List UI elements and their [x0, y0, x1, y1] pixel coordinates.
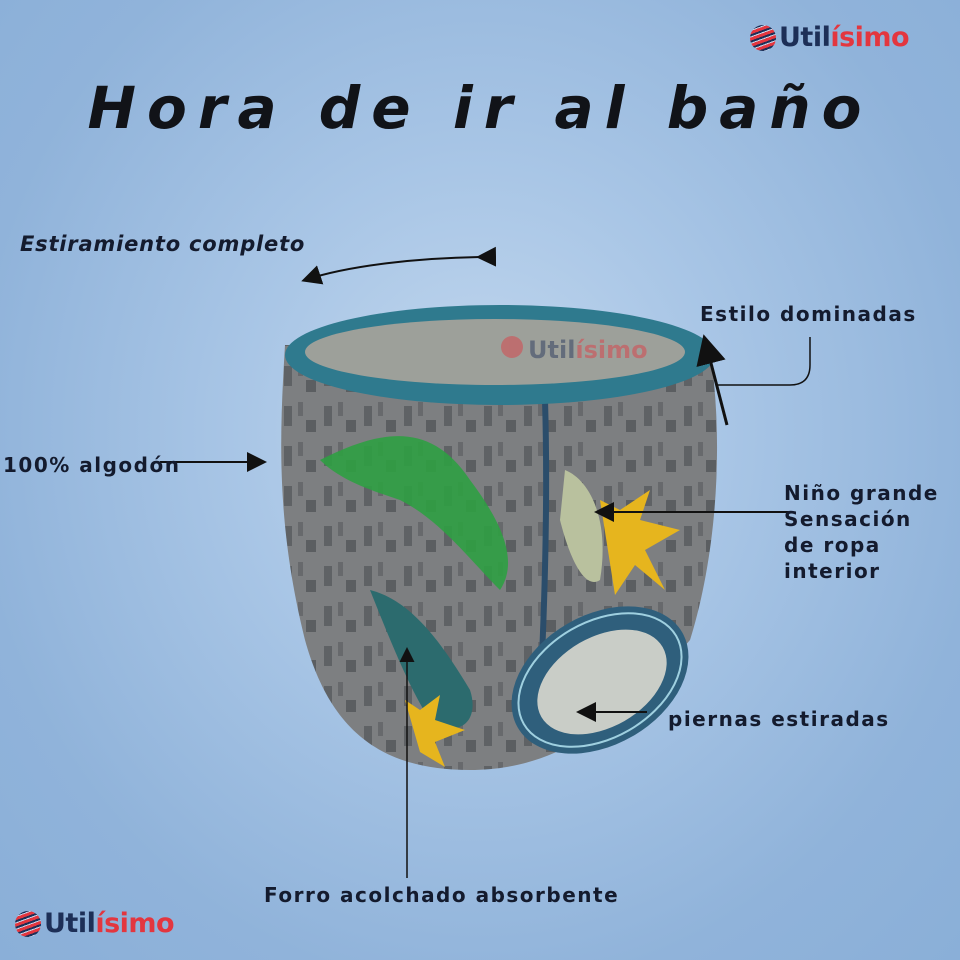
callout-stretch: Estiramiento completo [20, 232, 306, 256]
callout-legs: piernas estiradas [668, 707, 890, 731]
callout-pullup: Estilo dominadas [700, 302, 917, 326]
pullup-connector [718, 337, 811, 386]
page-title: Hora de ir al baño [87, 74, 873, 142]
brand-name-part1: Util [44, 908, 96, 939]
globe-icon [750, 24, 776, 51]
brand-name-part2: ísimo [95, 908, 175, 939]
callout-lining: Forro acolchado absorbente [264, 883, 620, 907]
callout-cotton: 100% algodón [3, 453, 181, 477]
pullup-arrow [696, 334, 729, 426]
globe-icon [15, 910, 41, 937]
stretch-arrow [301, 246, 497, 285]
svg-text:Utilísimo: Utilísimo [528, 336, 648, 364]
brand-name-part1: Util [779, 22, 831, 53]
brand-name-part2: ísimo [830, 22, 910, 53]
callout-big-kid: Niño grande Sensación de ropa interior [784, 481, 939, 583]
